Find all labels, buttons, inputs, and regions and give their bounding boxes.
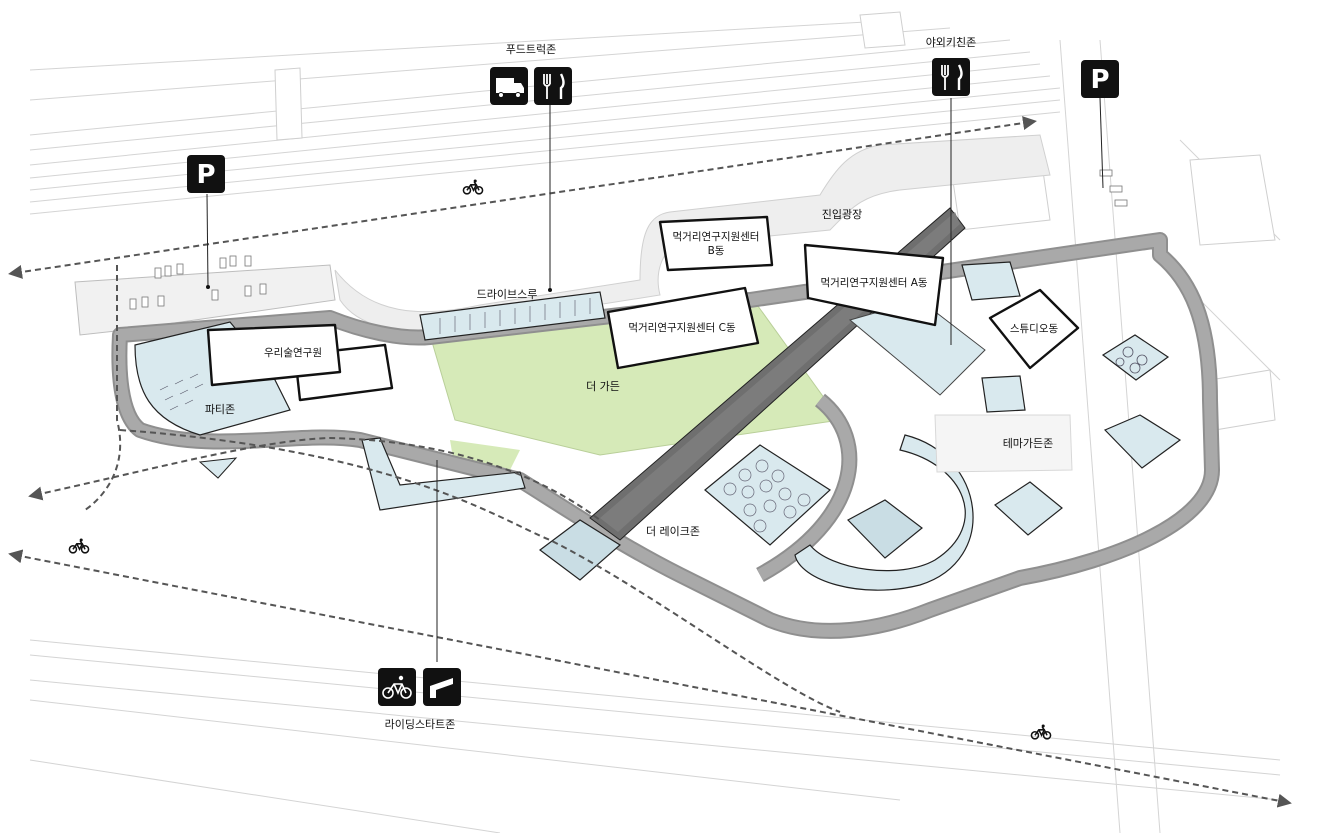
label-drive-thru: 드라이브스루 bbox=[477, 288, 538, 301]
pavilion-se bbox=[1103, 414, 1182, 469]
ramp-icon bbox=[423, 668, 461, 706]
fork-knife-icon bbox=[932, 58, 970, 96]
fork-knife-icon bbox=[534, 67, 572, 105]
label-the-lake-zone: 더 레이크존 bbox=[646, 525, 700, 538]
party-zone-tables bbox=[159, 373, 204, 411]
parking-sign-right: P bbox=[1090, 65, 1109, 95]
label-center-b-line1: 먹거리연구지원센터 bbox=[673, 231, 760, 243]
pavilion-round bbox=[1101, 334, 1170, 381]
lake-grid-pavilion bbox=[704, 444, 831, 546]
bicycle-icon bbox=[462, 179, 484, 195]
pavilion-small bbox=[981, 375, 1026, 413]
food-truck-icon bbox=[490, 67, 528, 105]
pavilion-ne bbox=[961, 261, 1021, 301]
label-center-c: 먹거리연구지원센터 C동 bbox=[628, 322, 736, 334]
label-entrance-plaza: 진입광장 bbox=[822, 208, 862, 221]
label-studio: 스튜디오동 bbox=[1010, 323, 1059, 335]
drive-thru-stalls bbox=[439, 298, 591, 334]
bicycle-icon bbox=[378, 668, 416, 706]
lake-grid-umbrellas bbox=[723, 459, 811, 533]
parking-sign-left: P bbox=[196, 160, 215, 190]
label-outdoor-kitchen-zone: 야외키친존 bbox=[926, 36, 977, 49]
pavilion-round-tables bbox=[1115, 346, 1148, 374]
small-pavilion-west bbox=[198, 457, 238, 479]
bicycle-icon bbox=[68, 538, 90, 554]
bike-routes bbox=[8, 116, 1292, 808]
label-riding-start-zone: 라이딩스타트존 bbox=[385, 718, 456, 731]
label-food-truck-zone: 푸드트럭존 bbox=[506, 43, 557, 56]
theme-garden-area bbox=[934, 414, 1073, 473]
label-the-garden: 더 가든 bbox=[586, 380, 620, 393]
label-party-zone: 파티존 bbox=[205, 403, 235, 416]
amphitheatre-stage bbox=[847, 499, 923, 559]
label-liquor-institute: 우리술연구원 bbox=[264, 347, 322, 359]
leader-lines bbox=[206, 97, 1104, 662]
label-center-a: 먹거리연구지원센터 A동 bbox=[820, 277, 927, 289]
label-center-b-line2: B동 bbox=[708, 245, 725, 257]
pavilion-theme bbox=[994, 481, 1063, 536]
parking-icon: P bbox=[187, 155, 225, 193]
drive-thru-canopy bbox=[419, 291, 606, 341]
parking-icon: P bbox=[1081, 60, 1119, 98]
label-theme-garden-zone: 테마가든존 bbox=[1003, 437, 1054, 450]
riding-building bbox=[361, 437, 526, 511]
